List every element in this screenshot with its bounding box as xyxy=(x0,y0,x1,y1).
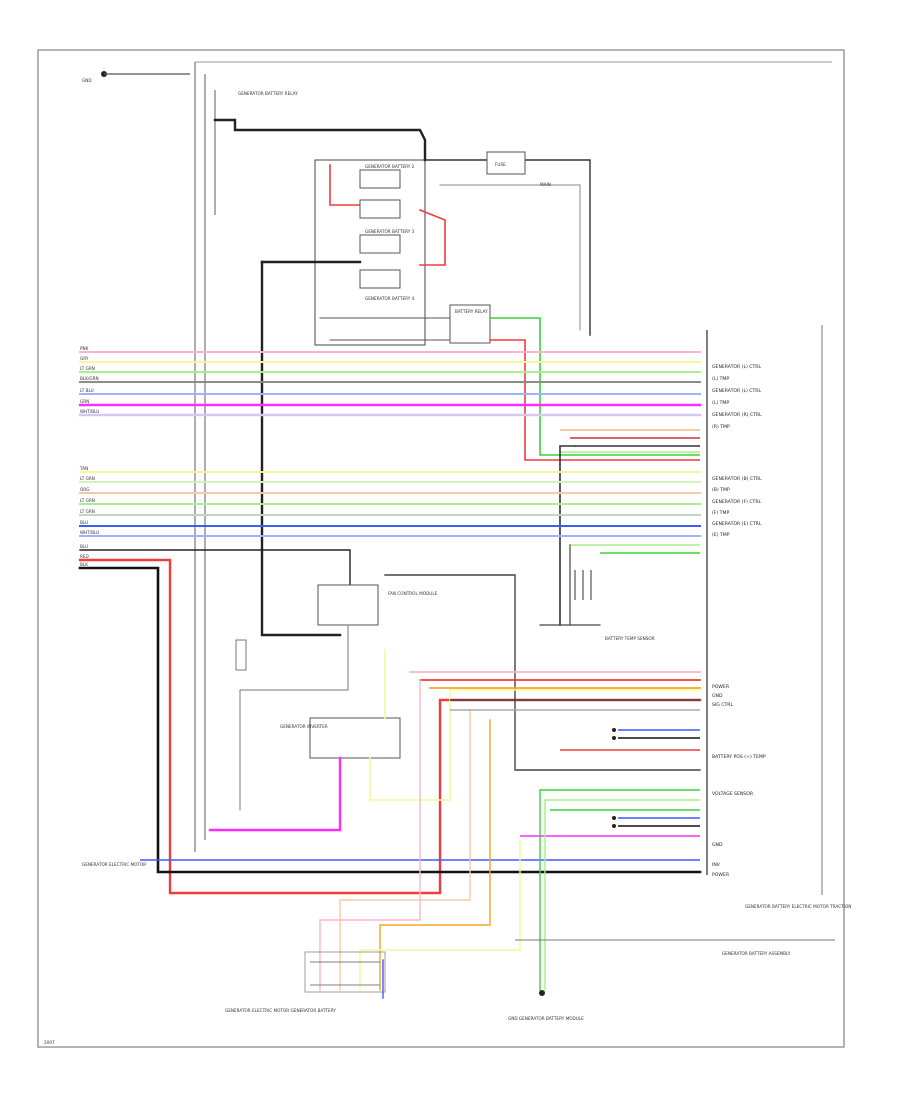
conn-a3: (L) TMP xyxy=(712,400,729,406)
relay-label-4: GENERATOR BATTERY 4 xyxy=(365,296,415,301)
connector-labels-c: POWER GND SIG CTRL BATTERY POS (+) TEMP … xyxy=(712,684,766,878)
conn-b5: (E) TMP xyxy=(712,532,730,538)
left-label-b6: WHT/BLU xyxy=(80,530,99,535)
conn-c1: GND xyxy=(712,693,723,699)
left-labels-b: TAN LT GRN ORG LT GRN LT GRN BLU WHT/BLU xyxy=(79,466,99,535)
generator-inverter: GENERATOR INVERTER xyxy=(208,649,701,832)
fuse-box: FUSE MAIN xyxy=(486,151,551,187)
right-unit: GENERATOR BATTERY ELECTRIC MOTOR TRACTIO… xyxy=(515,904,851,956)
left-trunk xyxy=(194,62,216,852)
right-unit-label: GENERATOR BATTERY ELECTRIC MOTOR TRACTIO… xyxy=(745,904,851,909)
left-label-a0: PNK xyxy=(80,346,89,351)
left-label-b1: LT GRN xyxy=(80,476,95,481)
conn-a0: GENERATOR (L) CTRL xyxy=(712,364,761,370)
left-labels-c: BLU RED BLK xyxy=(80,544,89,567)
diagram-border xyxy=(37,49,845,1048)
left-label-a4: LT BLU xyxy=(80,388,94,393)
left-label-a5: GRN xyxy=(80,399,89,404)
conn-e: VOLTAGE SENSOR xyxy=(712,791,754,797)
module-label: FAN CONTROL MODULE xyxy=(388,591,438,596)
battery-pack-label: BATTERY TEMP SENSOR xyxy=(605,636,655,641)
fan-control-module: FAN CONTROL MODULE xyxy=(235,574,701,811)
left-label-b4: LT GRN xyxy=(80,509,95,514)
left-label-a1: GRY xyxy=(80,356,89,361)
right-unit-2-label: GENERATOR BATTERY ASSEMBLY xyxy=(722,951,791,956)
ground-top-label: GND xyxy=(82,78,92,83)
fuse-label: FUSE xyxy=(495,162,506,167)
conn-f: GND xyxy=(712,842,723,848)
connector-labels-a: GENERATOR (L) CTRL (L) TMP GENERATOR (L)… xyxy=(712,364,762,430)
wire-bundle-lower: BATTERY TEMP SENSOR xyxy=(539,544,700,641)
sensor-block-a xyxy=(560,728,700,751)
conn-a5: (R) TMP xyxy=(712,424,730,430)
ground-symbol-top: GND xyxy=(82,71,190,83)
footer-code: 2007 xyxy=(44,1040,55,1045)
battery-relay: BATTERY RELAY xyxy=(319,304,561,461)
conn-b1: (B) TMP xyxy=(712,487,730,493)
left-labels-a: PNK GRY LT GRN BLK/GRN LT BLU GRN WHT/BL… xyxy=(80,346,99,414)
conn-a2: GENERATOR (L) CTRL xyxy=(712,388,761,394)
wire-group-b xyxy=(79,471,701,537)
conn-c2: SIG CTRL xyxy=(712,702,733,708)
conn-b2: GENERATOR (F) CTRL xyxy=(712,499,762,505)
conn-g0: INV xyxy=(712,862,721,868)
left-bottom-label: GENERATOR ELECTRIC MOTOR xyxy=(82,862,146,867)
wire-group-a xyxy=(78,351,702,417)
left-label-a2: LT GRN xyxy=(80,366,95,371)
left-label-c1: RED xyxy=(80,554,89,559)
left-label-c0: BLU xyxy=(80,544,88,549)
wire-bundle-mid xyxy=(540,429,700,626)
left-label-a3: BLK/GRN xyxy=(80,376,99,381)
main-relay-block: GENERATOR BATTERY RELAY GENERATOR BATTER… xyxy=(213,91,591,637)
bottom-left-unit-label: GENERATOR ELECTRIC MOTOR GENERATOR BATTE… xyxy=(225,1008,336,1013)
left-label-a6: WHT/BLU xyxy=(80,409,99,414)
left-label-b0: TAN xyxy=(79,466,88,471)
wire-group-d xyxy=(319,671,701,991)
connector-labels-b: GENERATOR (B) CTRL (B) TMP GENERATOR (F)… xyxy=(712,476,762,538)
bottom-center-unit-label: GND GENERATOR BATTERY MODULE xyxy=(508,1016,584,1021)
conn-b4: GENERATOR (E) CTRL xyxy=(712,521,762,527)
bottom-connector xyxy=(304,951,386,999)
conn-d: BATTERY POS (+) TEMP xyxy=(712,754,766,760)
conn-a4: GENERATOR (R) CTRL xyxy=(712,412,762,418)
relay-label-3: GENERATOR BATTERY 3 xyxy=(365,229,415,234)
relay-label-2: GENERATOR BATTERY 2 xyxy=(365,164,415,169)
left-label-b2: ORG xyxy=(80,487,89,492)
left-label-c2: BLK xyxy=(80,562,88,567)
conn-b0: GENERATOR (B) CTRL xyxy=(712,476,762,482)
left-label-b5: BLU xyxy=(80,520,88,525)
sensor-block-b xyxy=(520,789,700,996)
conn-c0: POWER xyxy=(712,684,730,690)
conn-g1: POWER xyxy=(712,872,730,878)
main-relay-label: GENERATOR BATTERY RELAY xyxy=(238,91,298,96)
conn-a1: (L) TMP xyxy=(712,376,729,382)
inverter-label: GENERATOR INVERTER xyxy=(280,724,328,729)
left-label-b3: LT GRN xyxy=(80,498,95,503)
battery-relay-label: BATTERY RELAY xyxy=(455,309,488,314)
main-fuse-label: MAIN xyxy=(540,182,551,187)
conn-b3: (F) TMP xyxy=(712,510,729,516)
